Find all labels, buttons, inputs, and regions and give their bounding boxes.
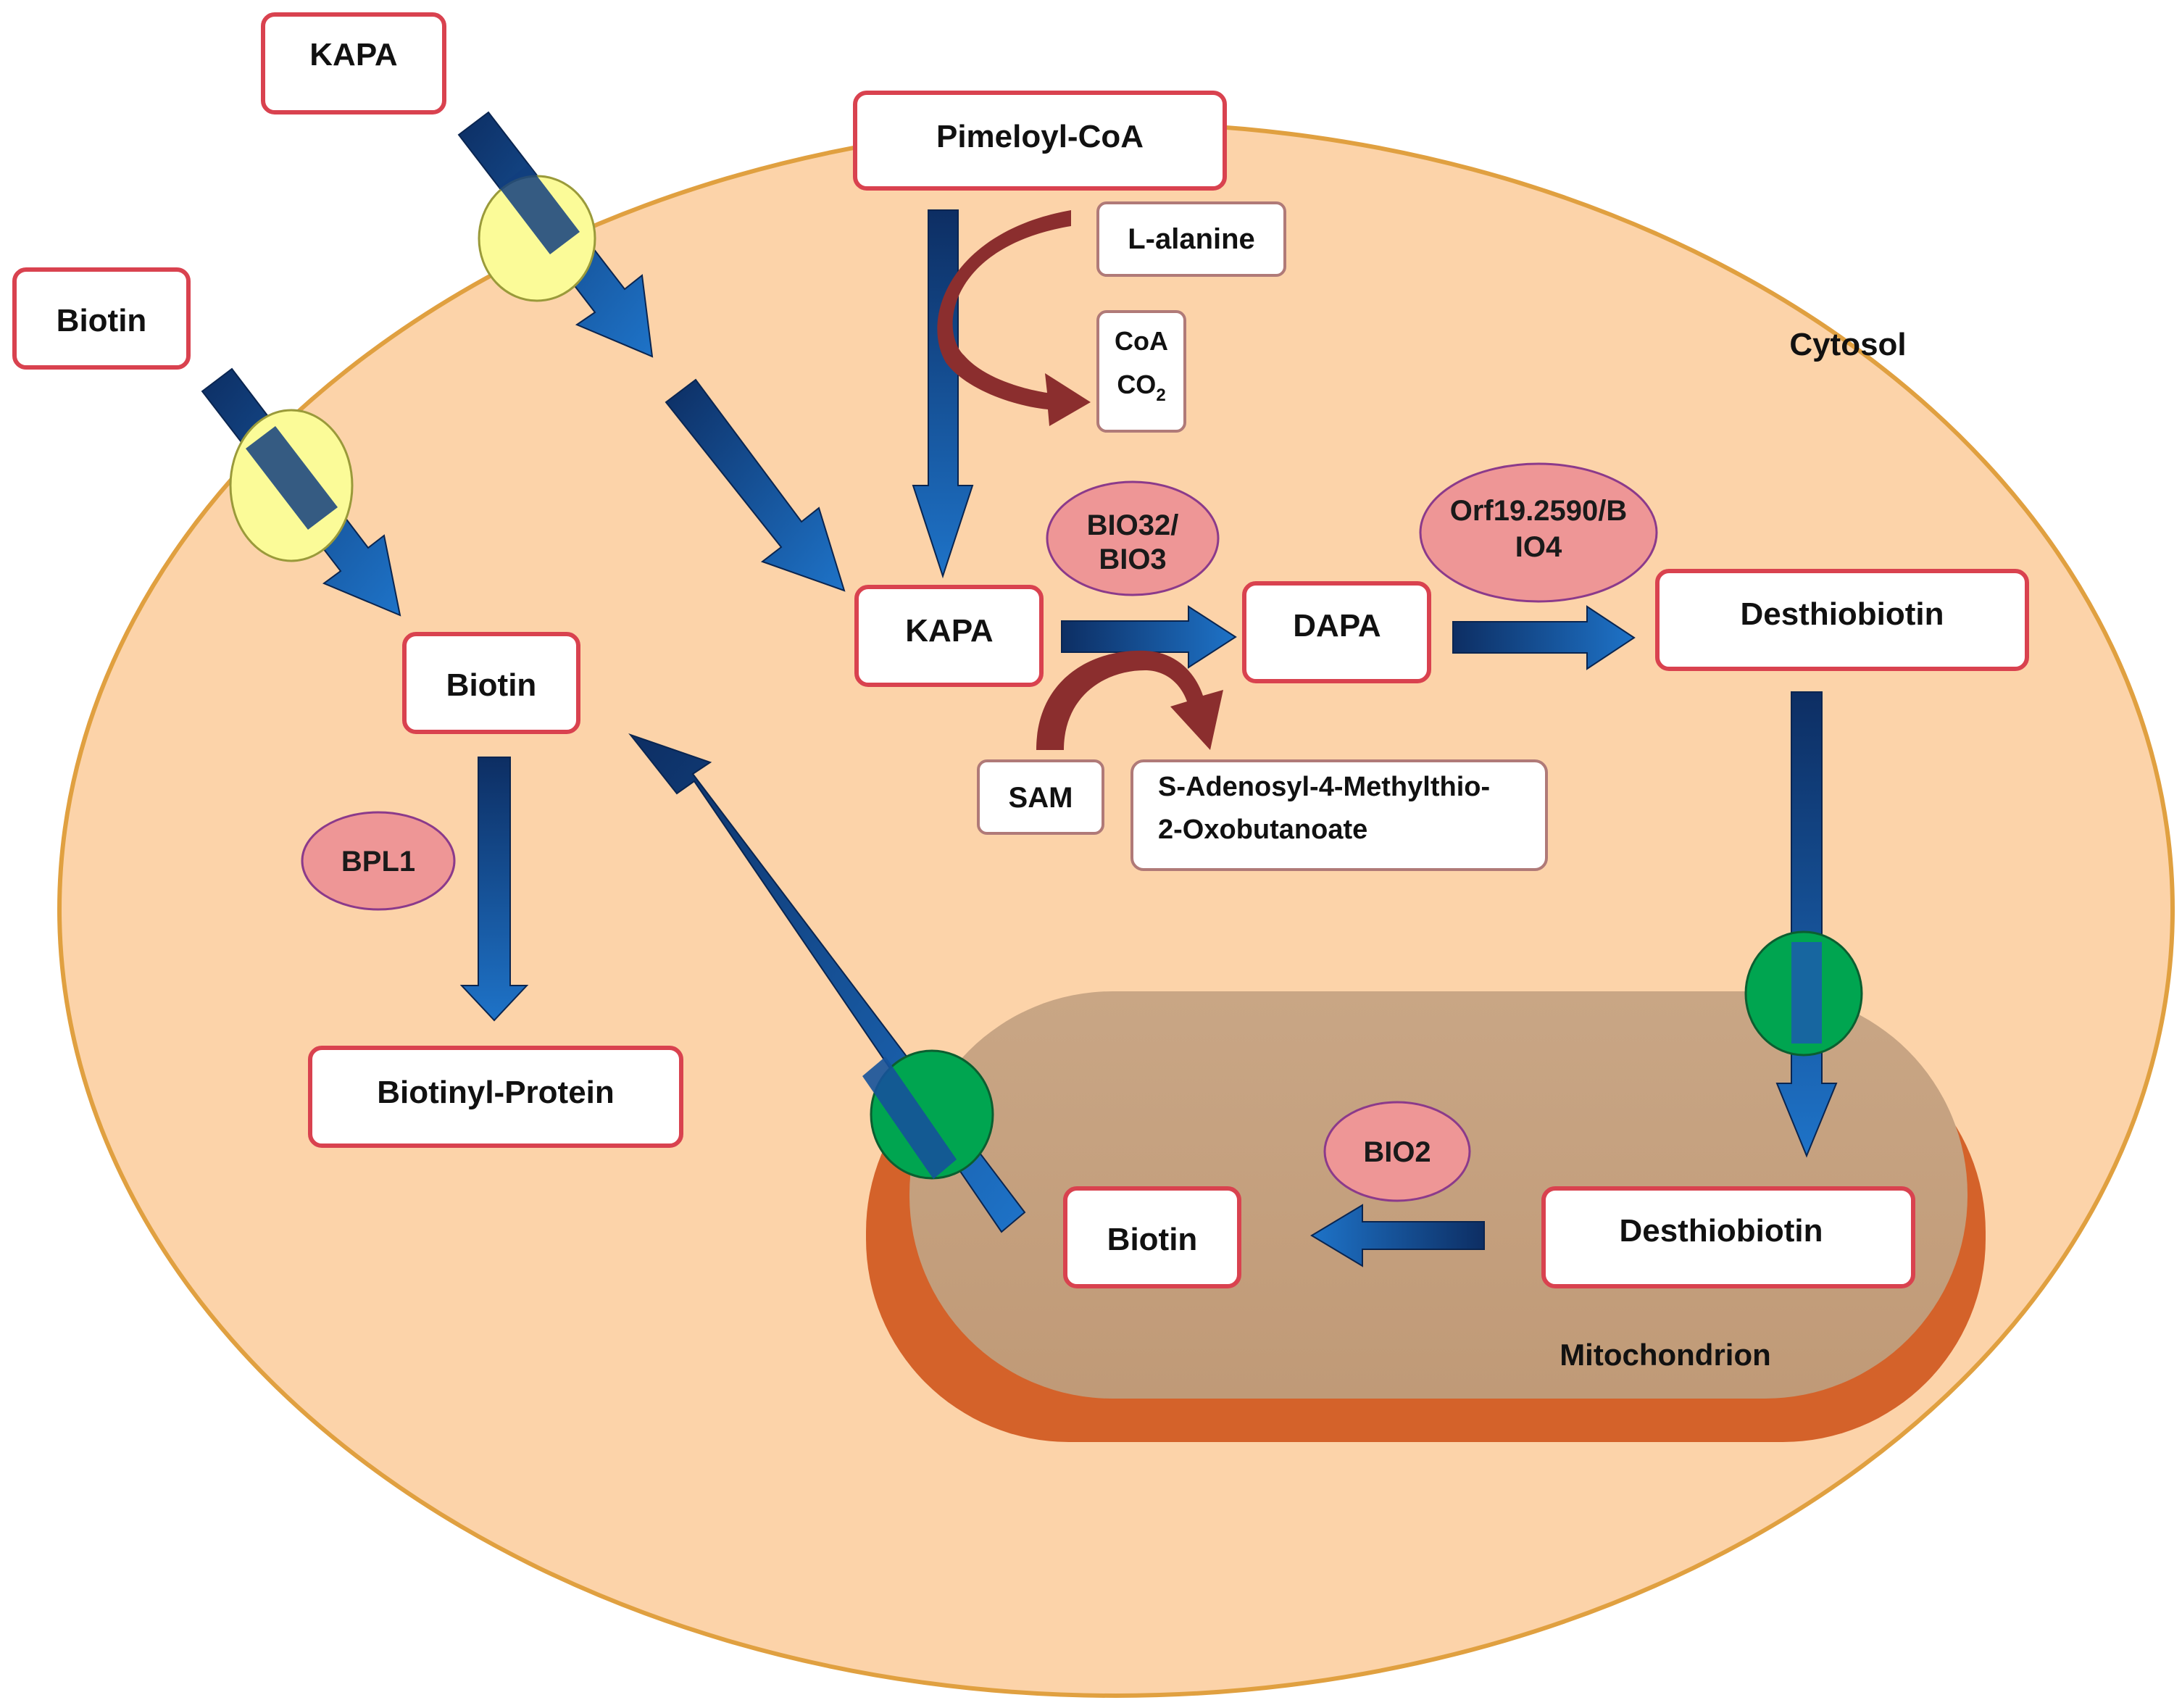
coa-label: CoA <box>1115 326 1168 356</box>
desthiobiotin-to-mito-arrow-overlay <box>1791 942 1822 1043</box>
enzyme-orf19-line1: Orf19.2590/B <box>1450 495 1628 527</box>
enzyme-orf19-bio4: Orf19.2590/B IO4 <box>1419 462 1658 603</box>
l-alanine-curved-arrow <box>937 210 1091 426</box>
dapa-label: DAPA <box>1293 608 1381 643</box>
biotin-import-arrow-overlay <box>246 426 338 530</box>
s-adenosyl-label-line1: S-Adenosyl-4-Methylthio- <box>1158 772 1490 802</box>
mitochondrion-label: Mitochondrion <box>1560 1338 1771 1372</box>
pimeloyl-to-kapa-arrow <box>912 209 974 579</box>
biotin-cytosol-box: Biotin <box>402 632 580 734</box>
kapa-outside-label: KAPA <box>309 37 397 72</box>
biotinyl-protein-label: Biotinyl-Protein <box>377 1075 615 1110</box>
desthiobiotin-cytosol-box: Desthiobiotin <box>1655 569 2029 671</box>
co2-label: CO2 <box>1117 370 1165 405</box>
l-alanine-label: L-alanine <box>1128 223 1255 255</box>
l-alanine-box: L-alanine <box>1096 201 1286 277</box>
enzyme-bio32-bio3: BIO32/ BIO3 <box>1046 480 1220 596</box>
dapa-to-desthiobiotin-arrow <box>1452 605 1636 670</box>
biotin-cytosol-label: Biotin <box>446 667 537 703</box>
sam-label: SAM <box>1009 782 1073 814</box>
desthiobiotin-mito-box: Desthiobiotin <box>1541 1186 1915 1288</box>
coa-co2-box: CoA CO2 <box>1096 310 1186 433</box>
kapa-to-dapa-arrow <box>1061 605 1237 669</box>
biotinyl-protein-box: Biotinyl-Protein <box>308 1046 683 1148</box>
mito-desthiobiotin-to-biotin-arrow <box>1310 1204 1485 1267</box>
enzyme-bpl1: BPL1 <box>301 811 456 911</box>
enzyme-bio32-line2: BIO3 <box>1099 543 1166 575</box>
kapa-cytosol-label: KAPA <box>905 613 993 649</box>
sam-curved-arrow <box>1036 650 1223 750</box>
pimeloyl-coa-label: Pimeloyl-CoA <box>936 119 1144 154</box>
kapa-cytosol-box: KAPA <box>854 585 1044 687</box>
biotin-to-biotinyl-protein-arrow <box>459 757 529 1022</box>
dapa-box: DAPA <box>1242 581 1431 683</box>
pimeloyl-coa-box: Pimeloyl-CoA <box>853 91 1227 191</box>
biotin-export-arrow-overlay <box>862 1057 957 1179</box>
mitochondrion-inner <box>909 991 1967 1399</box>
kapa-import-arrow-segment-2 <box>665 378 846 592</box>
s-adenosyl-label-line2: 2-Oxobutanoate <box>1158 815 1367 845</box>
kapa-outside-box: KAPA <box>261 12 446 114</box>
biotin-outside-box: Biotin <box>12 267 191 370</box>
enzyme-bio2-label: BIO2 <box>1363 1136 1431 1168</box>
enzyme-bpl1-label: BPL1 <box>341 846 415 878</box>
desthiobiotin-cytosol-label: Desthiobiotin <box>1740 596 1944 632</box>
co2-text: CO <box>1117 370 1156 399</box>
biotin-mito-label: Biotin <box>1107 1222 1198 1257</box>
enzyme-bio2: BIO2 <box>1323 1101 1471 1202</box>
kapa-import-arrow-segment-1-overlay <box>499 164 580 254</box>
biotin-outside-label: Biotin <box>57 303 147 338</box>
enzyme-bio32-line1: BIO32/ <box>1087 509 1179 541</box>
co2-subscript: 2 <box>1156 386 1165 405</box>
biotin-mito-box: Biotin <box>1063 1186 1241 1288</box>
desthiobiotin-mito-label: Desthiobiotin <box>1619 1213 1823 1249</box>
enzyme-orf19-line2: IO4 <box>1515 531 1562 563</box>
cytosol-label: Cytosol <box>1789 327 1906 362</box>
sam-box: SAM <box>977 759 1104 835</box>
s-adenosyl-box: S-Adenosyl-4-Methylthio- 2-Oxobutanoate <box>1130 759 1548 871</box>
